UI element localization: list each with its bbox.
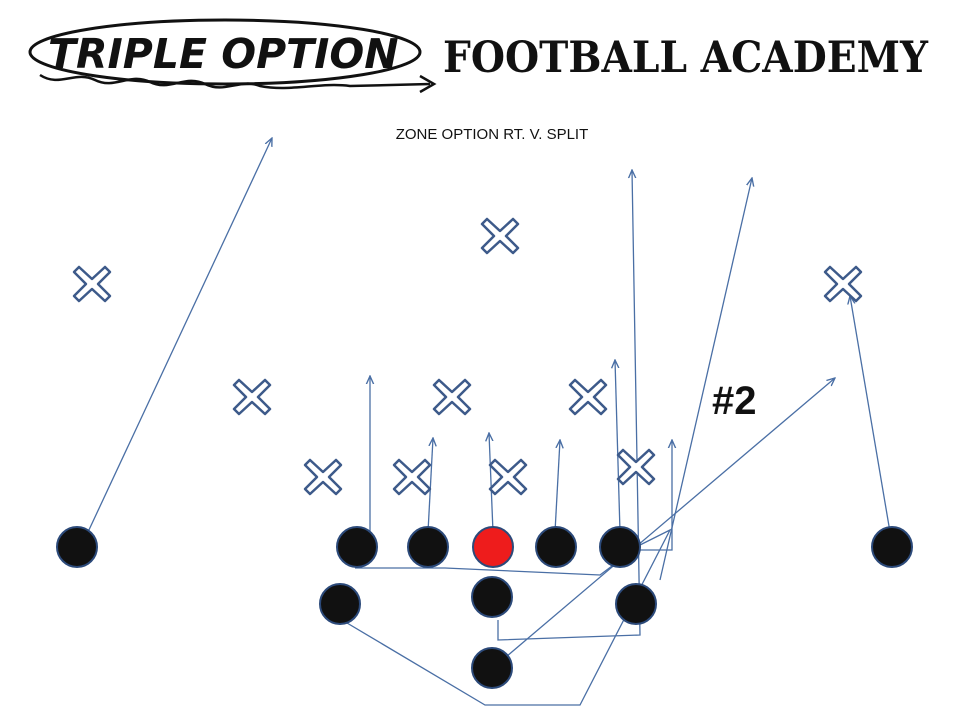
- defense: [72, 217, 863, 496]
- offense-right-wideout: [871, 526, 913, 568]
- logo-squiggle-arrow: [419, 74, 437, 94]
- route-left-wideout: [87, 138, 272, 533]
- route-tailback-pitch: [341, 528, 672, 706]
- defender-right-end: [616, 448, 656, 486]
- defender-middle-backer: [432, 378, 472, 416]
- route-tight-end-path: [638, 440, 672, 551]
- offense: [56, 526, 913, 689]
- logo-triple-option: TRIPLE OPTION: [48, 30, 399, 78]
- logo-football-academy: FOOTBALL ACADEMY: [443, 33, 929, 83]
- route-wing-vertical: [497, 170, 641, 641]
- defender-right-corner: [823, 265, 863, 303]
- offense-center: [472, 526, 514, 568]
- route-right-guard: [554, 440, 560, 533]
- route-line-flow: [355, 559, 621, 576]
- offense-right-wing: [615, 583, 657, 625]
- offense-left-wideout: [56, 526, 98, 568]
- route-right-tackle: [615, 360, 621, 533]
- callout-number-2: #2: [712, 379, 757, 423]
- defender-left-outside-backer: [232, 378, 272, 416]
- logo: TRIPLE OPTION FOOTBALL ACADEMY: [28, 18, 929, 94]
- route-qb-option: [499, 378, 835, 663]
- offense-right-guard: [535, 526, 577, 568]
- play-title: ZONE OPTION RT. V. SPLIT: [396, 126, 589, 143]
- defender-left-end: [303, 458, 343, 496]
- route-right-wideout: [850, 296, 891, 533]
- defender-right-backer: [568, 378, 608, 416]
- defender-free-safety: [480, 217, 520, 255]
- logo-swoosh-ellipse: [28, 18, 422, 86]
- offense-left-tackle: [336, 526, 378, 568]
- offense-tailback: [471, 647, 513, 689]
- logo-squiggle: [39, 73, 431, 90]
- offense-right-tackle: [599, 526, 641, 568]
- route-left-guard: [427, 438, 433, 533]
- defender-nose: [488, 458, 528, 496]
- route-center: [489, 433, 494, 533]
- defender-left-tackle: [392, 458, 432, 496]
- offense-quarterback: [471, 576, 513, 618]
- defender-left-corner: [72, 265, 112, 303]
- offense-left-guard: [407, 526, 449, 568]
- offense-left-wing: [319, 583, 361, 625]
- routes: [87, 138, 891, 706]
